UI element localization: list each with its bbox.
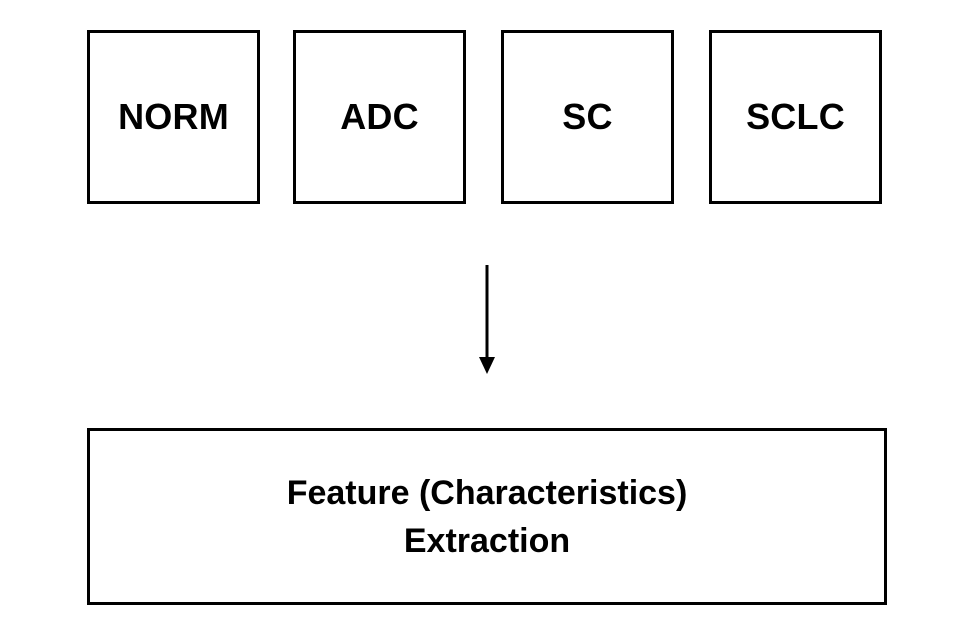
category-box-sclc: SCLC	[709, 30, 882, 204]
feature-extraction-box: Feature (Characteristics) Extraction	[87, 428, 887, 605]
category-box-norm: NORM	[87, 30, 260, 204]
down-arrow	[479, 265, 495, 374]
category-label-adc: ADC	[340, 96, 419, 137]
category-label-sc: SC	[562, 96, 613, 137]
feature-extraction-line2: Extraction	[403, 521, 571, 560]
category-box-sc: SC	[501, 30, 674, 204]
category-box-adc: ADC	[293, 30, 466, 204]
feature-extraction-line1: Feature (Characteristics)	[286, 473, 688, 512]
category-label-norm: NORM	[118, 96, 229, 137]
arrow-head	[479, 357, 495, 374]
category-label-sclc: SCLC	[746, 96, 845, 137]
